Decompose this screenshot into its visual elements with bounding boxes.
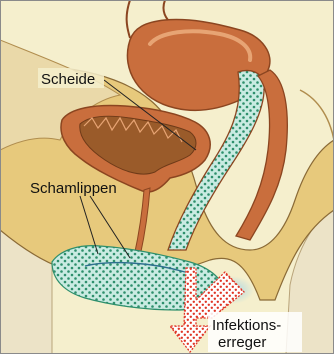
label-labia: Schamlippen — [30, 180, 117, 197]
label-vagina: Scheide — [41, 71, 95, 88]
label-pathogen-line2: erreger — [218, 334, 266, 351]
label-pathogen-line1: Infektions- — [212, 317, 281, 334]
